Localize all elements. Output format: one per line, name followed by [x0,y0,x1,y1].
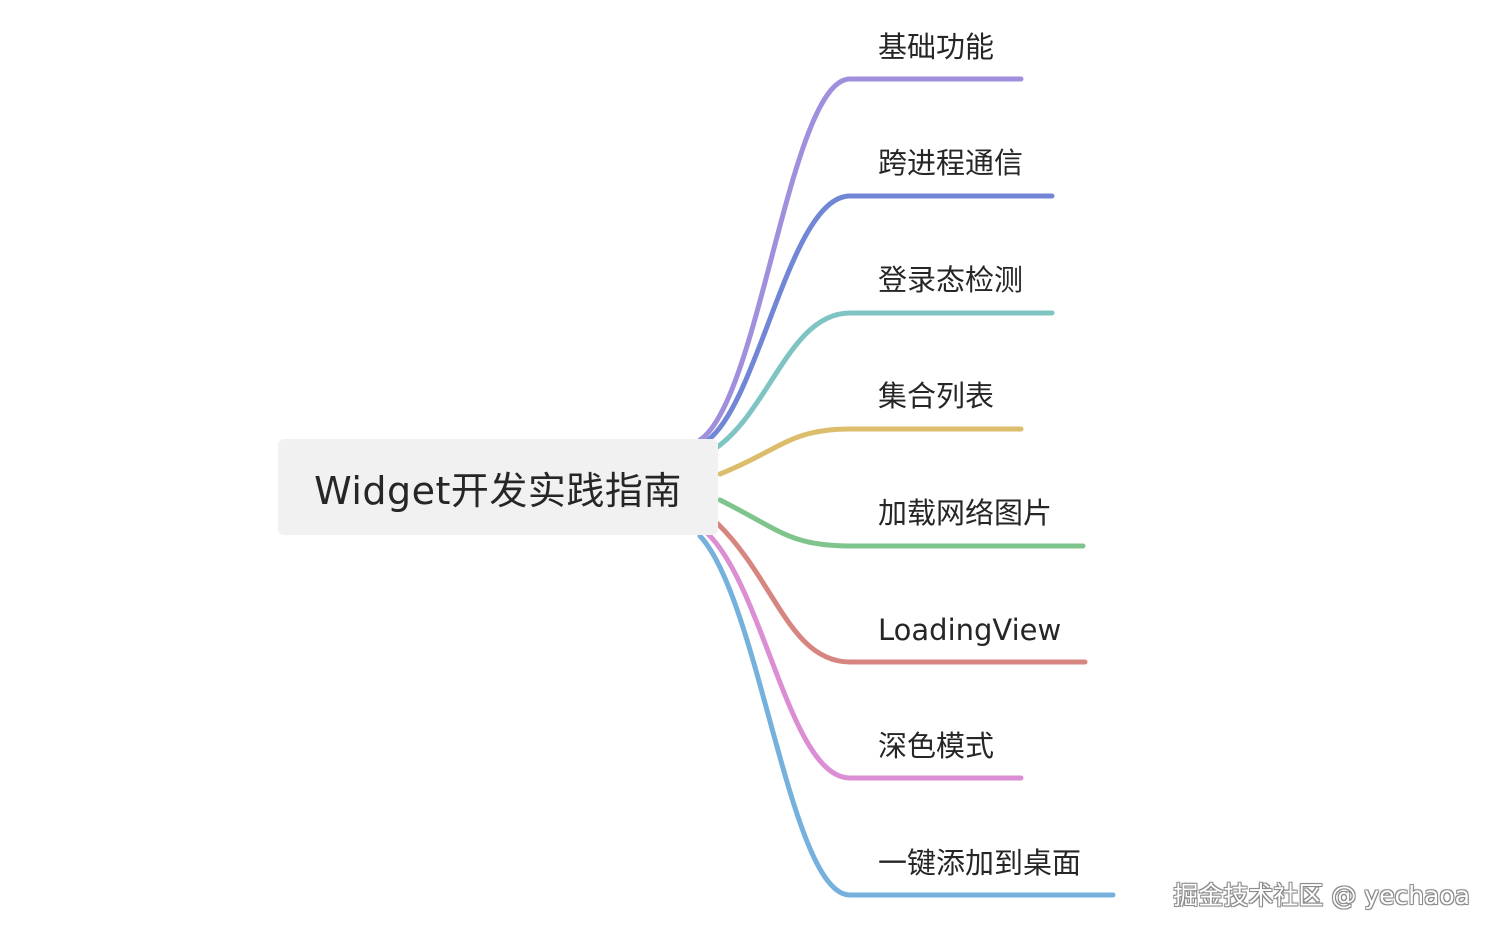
branch-connector [705,531,1024,781]
branch-connector [715,521,1088,665]
branch-node-dark-mode[interactable]: 深色模式 [878,729,995,763]
branch-node-ipc[interactable]: 跨进程通信 [878,146,1024,180]
branch-node-basic-features[interactable]: 基础功能 [878,30,995,64]
branch-connector [697,533,1116,898]
branch-connector [717,426,1024,477]
branch-node-login-state[interactable]: 登录态检测 [878,263,1024,297]
branch-connector [705,193,1055,443]
branch-connector [713,310,1055,451]
branch-connector [717,497,1086,549]
root-label: Widget开发实践指南 [314,468,682,513]
branch-node-add-to-desktop[interactable]: 一键添加到桌面 [878,846,1082,880]
root-node[interactable]: Widget开发实践指南 [278,439,718,535]
watermark: 掘金技术社区 @ yechaoa [1173,881,1470,910]
branch-node-network-images[interactable]: 加载网络图片 [878,496,1053,530]
branch-connector [697,76,1024,443]
branch-node-loading-view[interactable]: LoadingView [878,613,1062,647]
branch-node-collection-list[interactable]: 集合列表 [878,379,995,413]
